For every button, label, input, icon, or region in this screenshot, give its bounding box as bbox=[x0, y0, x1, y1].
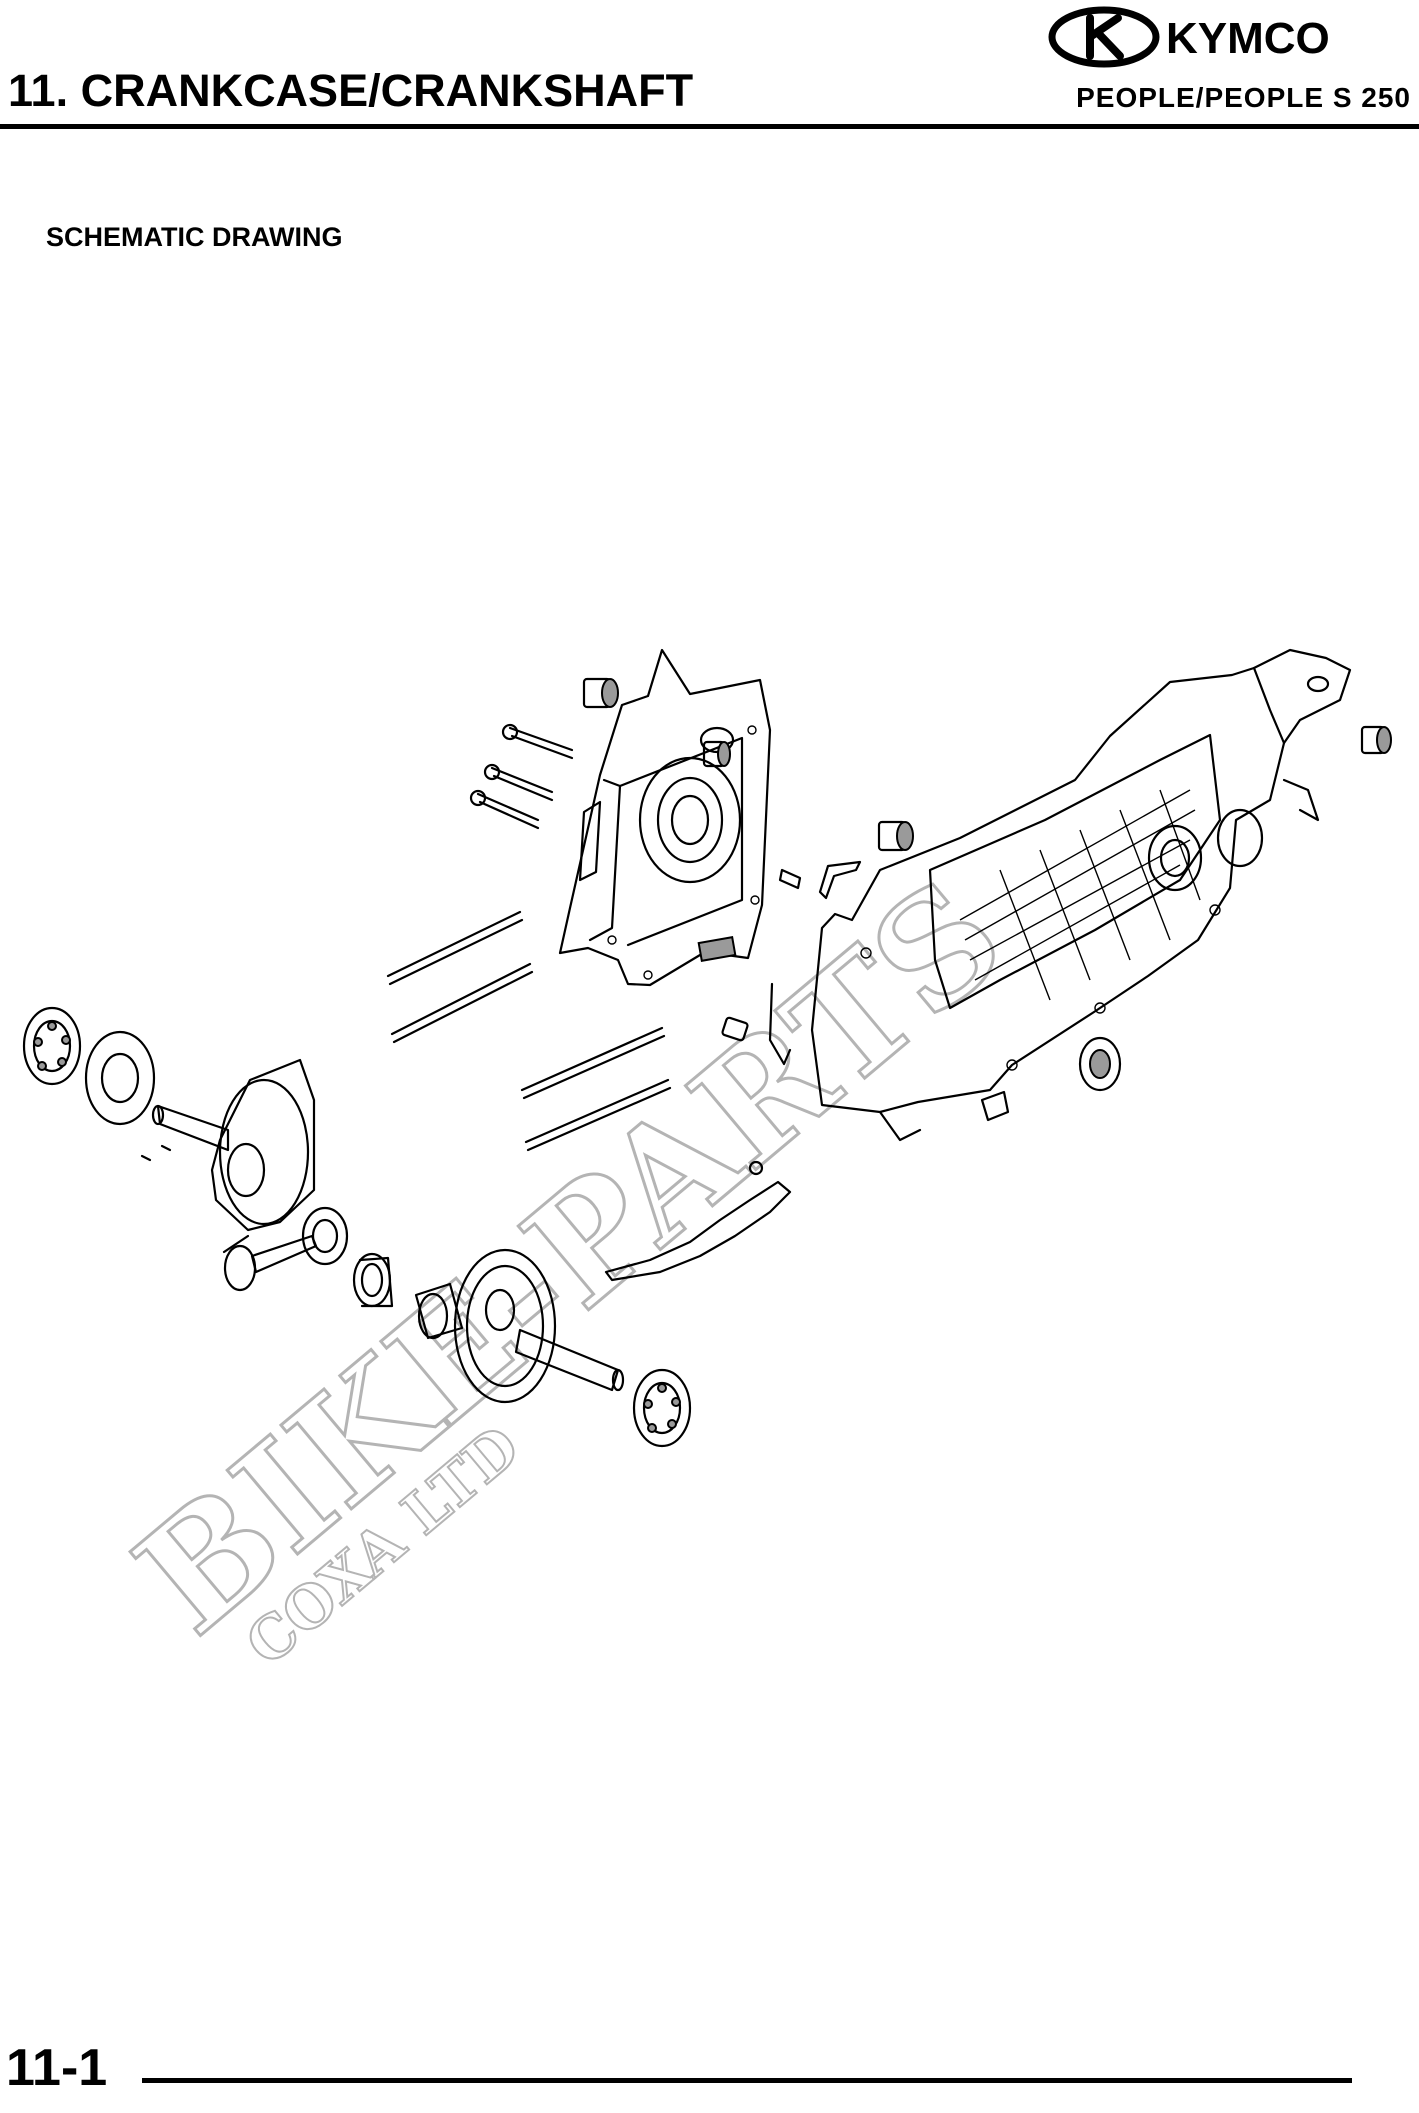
kymco-logo: KYMCO bbox=[1048, 6, 1330, 68]
kymco-brand-text: KYMCO bbox=[1166, 14, 1330, 63]
watermark: BIKE-PARTS COXA LTD bbox=[104, 845, 1037, 1679]
cylinder-studs bbox=[386, 910, 672, 1152]
section-title: 11. CRANKCASE/CRANKSHAFT bbox=[8, 65, 694, 116]
crankcase-crankshaft-exploded-view: BIKE-PARTS COXA LTD bbox=[22, 648, 1392, 1680]
chain-tensioner-guide bbox=[604, 1160, 792, 1282]
left-crankcase-half bbox=[558, 648, 772, 987]
right-crankcase-half bbox=[810, 648, 1352, 1142]
watermark-main-text: BIKE-PARTS bbox=[105, 847, 1035, 1668]
page-subtitle: SCHEMATIC DRAWING bbox=[46, 222, 343, 252]
left-bearing-and-seal bbox=[22, 1006, 156, 1126]
header-rule bbox=[0, 124, 1419, 129]
footer-rule bbox=[142, 2078, 1352, 2083]
small-parts bbox=[721, 860, 1122, 1122]
crankshaft-left-half bbox=[140, 1058, 316, 1232]
right-bearing bbox=[632, 1368, 692, 1448]
needle-bearing-and-pin bbox=[352, 1252, 464, 1340]
bushings bbox=[582, 677, 1392, 852]
page-number: 11-1 bbox=[6, 2039, 108, 2097]
connecting-rod bbox=[222, 1206, 349, 1292]
model-name: PEOPLE/PEOPLE S 250 bbox=[1076, 82, 1411, 113]
crankcase-bolts bbox=[469, 723, 574, 830]
crankshaft-right-half bbox=[453, 1248, 625, 1404]
